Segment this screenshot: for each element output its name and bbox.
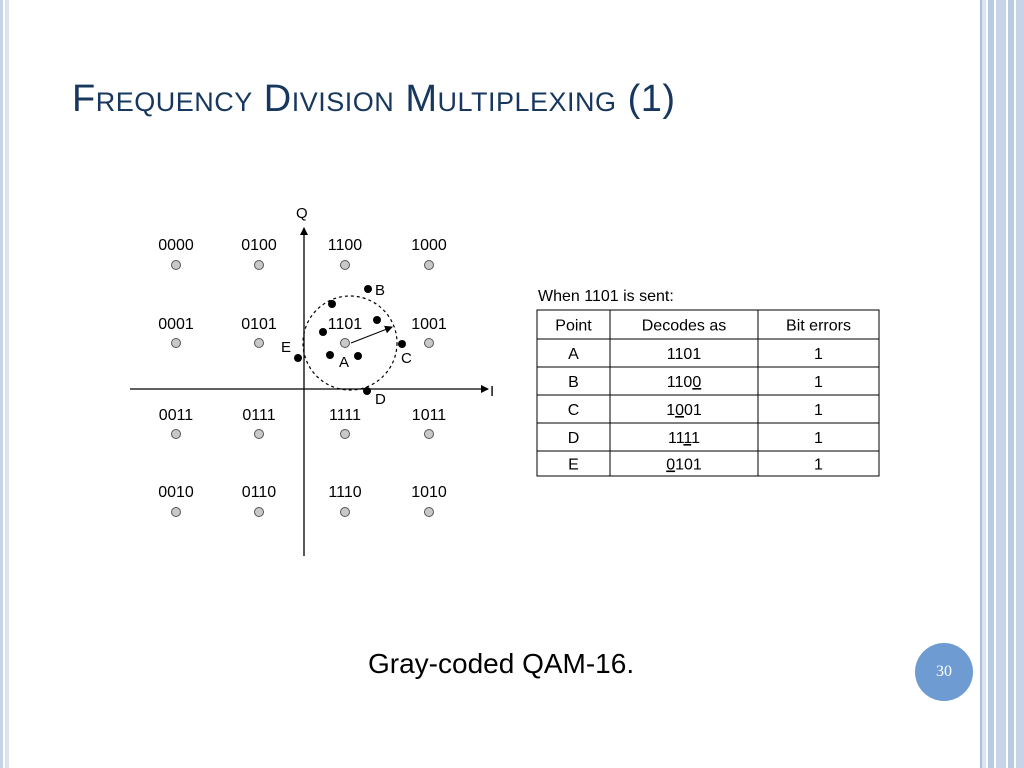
constellation-label: 1001 (411, 316, 447, 333)
constellation-label: 1110 (328, 484, 361, 501)
table-decodes-cell: 1111 (668, 430, 700, 447)
table-point-cell: D (568, 430, 580, 447)
constellation-point (340, 338, 350, 348)
constellation-point (424, 338, 434, 348)
constellation-label: 0110 (242, 484, 277, 501)
table-header-cell: Point (555, 318, 592, 335)
constellation-point (424, 507, 434, 517)
table-bit-errors-cell: 1 (814, 430, 823, 447)
received-points: A B C D E (281, 282, 412, 408)
constellation-label: 0010 (158, 484, 194, 501)
constellation-point (254, 507, 264, 517)
constellation-label: 1011 (412, 407, 447, 424)
table-bit-errors-cell: 1 (814, 346, 823, 363)
q-axis-label: Q (296, 205, 308, 222)
table-point-cell: A (568, 346, 579, 363)
noise-point (354, 352, 362, 360)
constellation-label: 1101 (328, 316, 363, 333)
table-decodes-cell: 1101 (667, 346, 702, 363)
table-bit-errors-cell: 1 (814, 402, 823, 419)
noise-point (319, 328, 327, 336)
constellation-point (340, 507, 350, 517)
constellation-point (254, 429, 264, 439)
constellation-label: 0000 (158, 237, 194, 254)
constellation-point (171, 338, 181, 348)
left-border-decoration (0, 0, 9, 768)
constellation-point (171, 260, 181, 270)
constellation-label: 1111 (329, 407, 361, 424)
right-border-decoration (978, 0, 1024, 768)
constellation-point (424, 429, 434, 439)
constellation-point (171, 507, 181, 517)
slide-title: Frequency Division Multiplexing (1) (72, 78, 676, 120)
constellation-label: 0001 (158, 316, 194, 333)
table-header-cell: Bit errors (786, 318, 851, 335)
table-header-cell: Decodes as (642, 318, 727, 335)
point-b-label: B (375, 282, 385, 299)
constellation-plot: Q I 0000 0100 1100 1000 0001 0101 1101 1001 0011… (130, 205, 494, 556)
point-c-label: C (401, 350, 412, 367)
table-heading: When 1101 is sent: (538, 288, 674, 305)
table-point-cell: B (568, 374, 579, 391)
constellation-label: 0011 (159, 407, 194, 424)
table-decodes-cell: 1001 (666, 402, 702, 419)
noise-point (373, 316, 381, 324)
constellation-point (254, 338, 264, 348)
table-border (536, 309, 880, 477)
constellation-point (424, 260, 434, 270)
table-decodes-cell: 1100 (667, 374, 702, 391)
point-e-label: E (281, 339, 291, 356)
constellation-label: 1100 (328, 237, 363, 254)
slide-caption: Gray-coded QAM-16. (368, 648, 635, 679)
table-bit-errors-cell: 1 (814, 374, 823, 391)
point-a (326, 351, 334, 359)
constellation-point (254, 260, 264, 270)
constellation-point (171, 429, 181, 439)
table-point-cell: E (568, 457, 579, 474)
point-d-label: D (375, 391, 386, 408)
constellation-label: 0101 (241, 316, 277, 333)
noise-point (328, 300, 336, 308)
error-table: When 1101 is sent: Point Decodes as Bit er… (536, 288, 880, 477)
radius-arrow (350, 325, 393, 344)
constellation-label: 0111 (242, 407, 275, 424)
point-b (364, 285, 372, 293)
i-axis-label: I (490, 383, 494, 400)
constellation-point (340, 260, 350, 270)
table-decodes-cell: 0101 (666, 457, 702, 474)
constellation-point (340, 429, 350, 439)
table-point-cell: C (568, 402, 580, 419)
point-c (398, 340, 406, 348)
decision-circle (302, 295, 398, 391)
point-e (294, 354, 302, 362)
page-number: 30 (936, 663, 952, 680)
page-number-badge: 30 (915, 643, 973, 701)
point-d (363, 387, 371, 395)
constellation-label: 1010 (411, 484, 447, 501)
table-bit-errors-cell: 1 (814, 457, 823, 474)
constellation-label: 1000 (411, 237, 447, 254)
constellation-label: 0100 (241, 237, 277, 254)
point-a-label: A (339, 354, 349, 371)
